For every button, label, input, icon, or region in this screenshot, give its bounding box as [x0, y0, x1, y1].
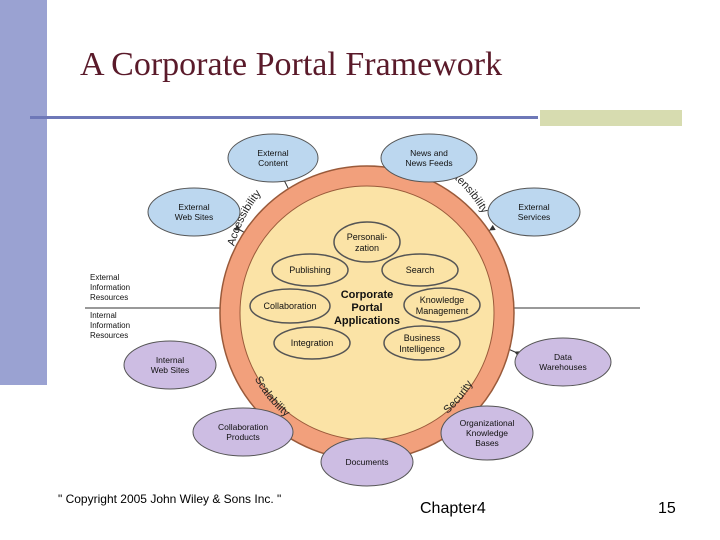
svg-text:Services: Services: [518, 212, 551, 222]
source-internal-web-sites: [123, 340, 217, 390]
title-underline: [30, 116, 538, 119]
svg-text:Products: Products: [226, 432, 260, 442]
chapter-footer: Chapter4: [420, 500, 486, 517]
source-news-feeds: [380, 133, 478, 183]
app-knowledge-management: [403, 287, 481, 323]
svg-text:Content: Content: [258, 158, 288, 168]
svg-text:Organizational: Organizational: [460, 418, 515, 428]
left-accent-bar: [0, 0, 47, 385]
source-external-web-sites: [147, 187, 241, 237]
svg-text:External: External: [257, 148, 288, 158]
source-data-warehouses: [514, 337, 612, 387]
source-collaboration-products: [192, 407, 294, 457]
svg-text:Portal: Portal: [351, 302, 382, 314]
svg-text:News Feeds: News Feeds: [405, 158, 452, 168]
copyright-footer: " Copyright 2005 John Wiley & Sons Inc. …: [58, 492, 282, 506]
app-collaboration: [249, 288, 331, 324]
svg-text:Information: Information: [90, 321, 130, 330]
svg-text:Business: Business: [404, 333, 441, 343]
portal-framework-diagram: Accessibility Extensibility Scalability …: [85, 133, 640, 487]
svg-text:Collaboration: Collaboration: [263, 301, 316, 311]
svg-text:Warehouses: Warehouses: [539, 362, 586, 372]
title-accent-block: [540, 110, 682, 126]
source-org-knowledge-bases: [440, 405, 534, 461]
svg-text:Integration: Integration: [291, 338, 334, 348]
svg-text:Search: Search: [406, 265, 435, 275]
svg-text:Resources: Resources: [90, 331, 128, 340]
svg-text:Documents: Documents: [346, 457, 389, 467]
svg-text:Knowledge: Knowledge: [466, 428, 508, 438]
svg-text:Management: Management: [416, 306, 469, 316]
svg-text:zation: zation: [355, 243, 379, 253]
svg-text:Applications: Applications: [334, 315, 400, 327]
svg-text:Web Sites: Web Sites: [175, 212, 214, 222]
svg-text:Internal: Internal: [156, 355, 184, 365]
svg-text:Data: Data: [554, 352, 572, 362]
svg-text:Resources: Resources: [90, 293, 128, 302]
app-integration: [273, 326, 351, 360]
center-label: Corporate Portal Applications: [334, 289, 400, 327]
source-external-content: [227, 133, 319, 183]
slide-title: A Corporate Portal Framework: [80, 46, 503, 83]
app-personalization: [333, 221, 401, 263]
svg-text:External: External: [90, 273, 120, 282]
svg-text:Internal: Internal: [90, 311, 117, 320]
svg-text:Web Sites: Web Sites: [151, 365, 190, 375]
svg-text:Publishing: Publishing: [289, 265, 331, 275]
svg-text:Bases: Bases: [475, 438, 499, 448]
app-search: [381, 253, 459, 287]
svg-text:News and: News and: [410, 148, 448, 158]
svg-text:External: External: [518, 202, 549, 212]
svg-text:Collaboration: Collaboration: [218, 422, 268, 432]
svg-text:Personali-: Personali-: [347, 232, 388, 242]
svg-text:Knowledge: Knowledge: [420, 295, 465, 305]
app-business-intelligence: [383, 325, 461, 361]
svg-text:Information: Information: [90, 283, 130, 292]
svg-text:External: External: [178, 202, 209, 212]
app-publishing: [271, 253, 349, 287]
source-external-services: [487, 187, 581, 237]
svg-text:Corporate: Corporate: [341, 289, 394, 301]
source-documents: [320, 437, 414, 487]
svg-text:Intelligence: Intelligence: [399, 344, 445, 354]
page-number: 15: [658, 500, 676, 517]
